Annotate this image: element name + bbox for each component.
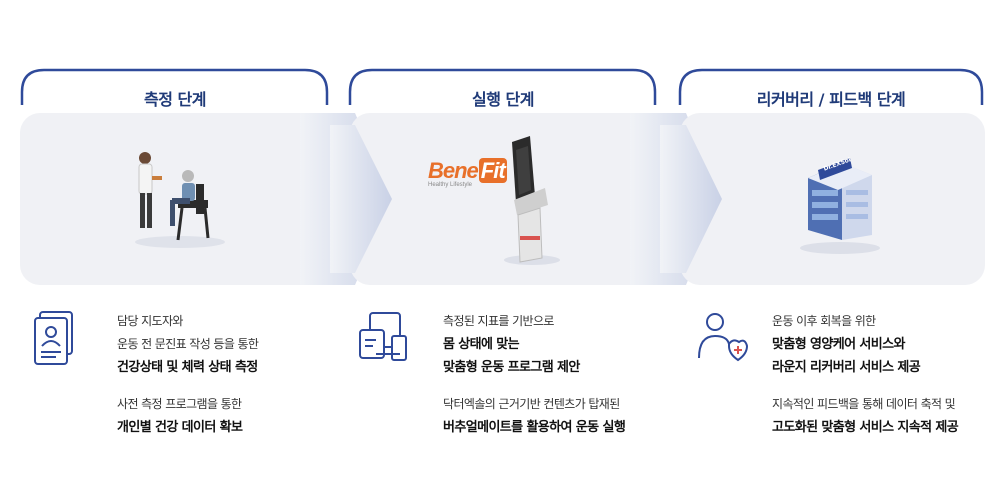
document-profile-icon (34, 311, 73, 365)
building-illustration (800, 158, 880, 254)
desc3-line-4: 지속적인 피드백을 통해 데이터 축적 및 (772, 397, 956, 411)
desc1-line-5: 개인별 건강 데이터 확보 (117, 420, 243, 435)
desc2-line-1: 측정된 지표를 기반으로 (443, 314, 554, 328)
devices-icon (359, 312, 407, 361)
desc2-line-4: 닥터엑솔의 근거기반 컨텐츠가 탑재된 (443, 397, 620, 411)
desc2-line-5: 버추얼메이트를 활용하여 운동 실행 (443, 420, 626, 435)
desc3-line-5: 고도화된 맞춤형 서비스 지속적 제공 (772, 420, 959, 435)
desc1-line-2: 운동 전 문진표 작성 등을 통한 (117, 337, 259, 351)
stage-bracket-2 (348, 68, 657, 105)
desc1-line-1: 담당 지도자와 (117, 314, 183, 328)
stage-bracket-3 (678, 68, 984, 105)
desc1-line-4: 사전 측정 프로그램을 통한 (117, 397, 242, 411)
measurement-illustration (135, 152, 225, 248)
desc2-line-2: 몸 상태에 맞는 (443, 337, 520, 352)
desc1-line-3: 건강상태 및 체력 상태 측정 (117, 360, 258, 375)
stage-title-2: 실행 단계 (472, 90, 534, 109)
stage-title-3: 리커버리 / 피드백 단계 (756, 90, 906, 109)
benefit-logo-tagline: Healthy Lifestyle (428, 182, 473, 188)
benefit-logo-highlight: Fit (478, 158, 507, 183)
stage-description-2: 측정된 지표를 기반으로 몸 상태에 맞는 맞춤형 운동 프로그램 제안 닥터엑… (443, 310, 626, 439)
desc2-line-3: 맞춤형 운동 프로그램 제안 (443, 360, 580, 375)
stage-description-1: 담당 지도자와 운동 전 문진표 작성 등을 통한 건강상태 및 체력 상태 측… (117, 310, 259, 439)
desc3-line-3: 라운지 리커버리 서비스 제공 (772, 360, 921, 375)
care-person-icon (698, 313, 749, 362)
stage-description-3: 운동 이후 회복을 위한 맞춤형 영양케어 서비스와 라운지 리커버리 서비스 … (772, 310, 959, 439)
desc3-line-1: 운동 이후 회복을 위한 (772, 314, 876, 328)
benefit-logo-text: Bene (428, 158, 479, 183)
desc3-line-2: 맞춤형 영양케어 서비스와 (772, 337, 905, 352)
stage-title-1: 측정 단계 (144, 90, 206, 109)
stage-bracket-1 (20, 68, 329, 105)
stage-panel-2 (350, 113, 660, 285)
kiosk-illustration (504, 136, 560, 265)
